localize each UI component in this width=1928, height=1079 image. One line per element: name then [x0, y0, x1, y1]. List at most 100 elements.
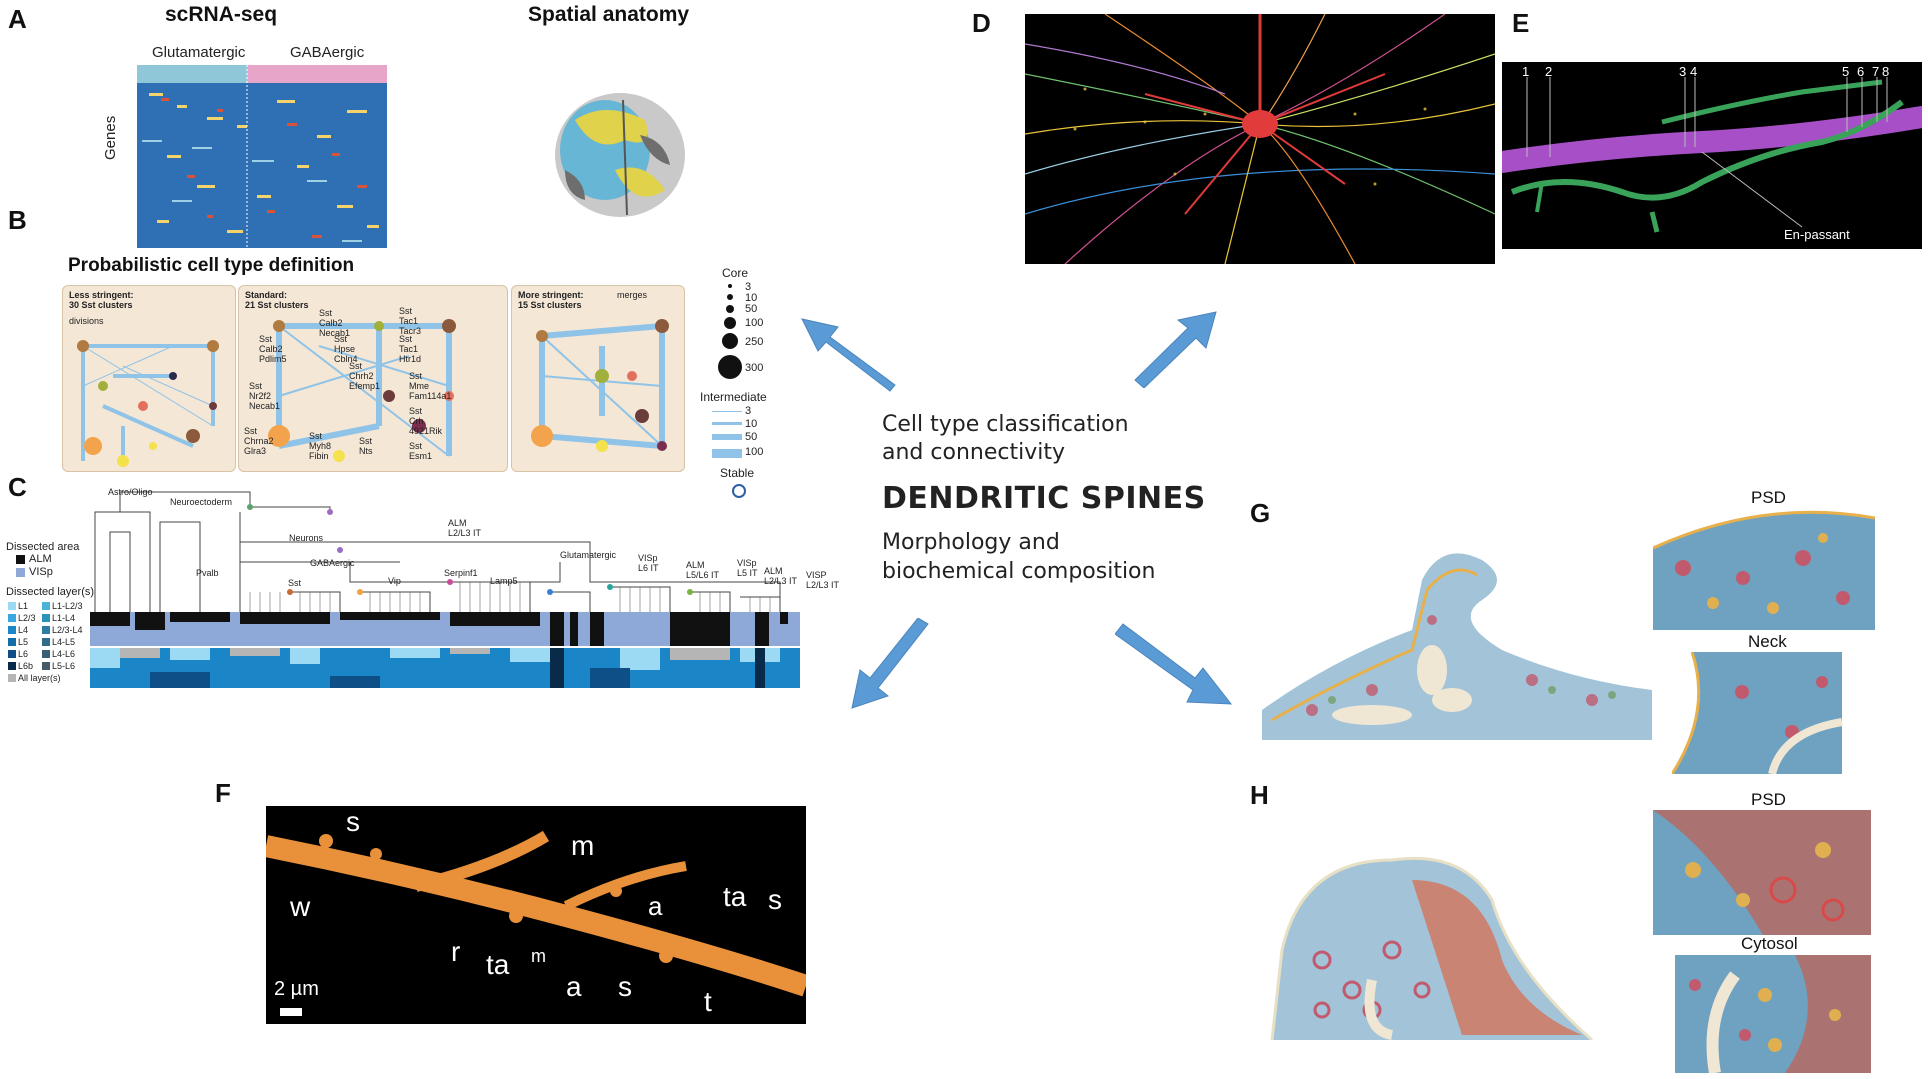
h-cytosol-image	[1675, 955, 1871, 1073]
panel-label-c: C	[8, 472, 27, 502]
scrna-seq-title: scRNA-seq	[165, 3, 278, 26]
taxonomy-dendrogram	[94, 491, 781, 612]
center-line-2: and connectivity	[882, 440, 1065, 465]
tree-serpinf1: Serpinf1	[444, 568, 478, 578]
legend-intermediate-title: Intermediate	[700, 390, 767, 404]
less-stringent-box: Less stringent: 30 Sst clusters division…	[62, 285, 236, 472]
panel-label-e: E	[1512, 8, 1530, 38]
contact-3: 3	[1679, 64, 1687, 79]
tree-neurons: Neurons	[289, 533, 324, 543]
arrow-to-b	[801, 318, 896, 392]
tree-vip: Vip	[388, 576, 401, 586]
contact-1: 1	[1522, 64, 1530, 79]
layer-swatch-l1	[8, 602, 16, 610]
tree-l5l6it: L5/L6 IT	[686, 570, 720, 580]
panel-label-f: F	[215, 778, 231, 808]
spine-label-w: w	[290, 891, 311, 922]
layer-l1: L1	[18, 601, 29, 611]
scale-bar	[280, 1008, 302, 1016]
tree-l2l3it-2: L2/L3 IT	[764, 576, 798, 586]
tree-l6it: L6 IT	[638, 563, 659, 573]
legend-core-title: Core	[722, 266, 749, 280]
spine-label-s2: s	[618, 971, 632, 1002]
layer-l5-l6: L5-L6	[52, 661, 76, 671]
tree-pvalb: Pvalb	[196, 568, 219, 578]
layer-l4-l5: L4-L5	[52, 637, 76, 647]
genes-axis-label: Genes	[102, 115, 119, 160]
tree-l2l3it-1: L2/L3 IT	[448, 528, 482, 538]
alm-legend: ALM	[29, 553, 52, 565]
legend-stable-circle	[732, 484, 746, 498]
layer-swatch-all	[8, 674, 16, 682]
tree-visp-1: VISp	[638, 553, 658, 563]
tree-neuroectoderm: Neuroectoderm	[170, 497, 233, 507]
legend-core-3: 3	[745, 281, 752, 293]
arrow-to-g	[1115, 623, 1233, 705]
dissected-layer-bar	[90, 648, 800, 688]
layer-swatch-l23-l4	[42, 626, 50, 634]
center-line-3: Morphology and	[882, 530, 1060, 555]
legend-inter-3: 3	[745, 405, 752, 417]
tree-glutamatergic: Glutamatergic	[560, 550, 617, 560]
g-psd-label: PSD	[1751, 488, 1786, 507]
spine-label-m2: m	[531, 946, 546, 966]
more-stringent-box: More stringent: 15 Sst clusters merges	[511, 285, 685, 472]
panel-label-d: D	[972, 8, 991, 38]
layer-swatch-l1-l23	[42, 602, 50, 610]
tree-alm-1: ALM	[448, 518, 467, 528]
contact-7: 7	[1872, 64, 1880, 79]
legend-core-300: 300	[745, 362, 764, 374]
legend-inter-100: 100	[745, 446, 764, 458]
contact-8: 8	[1882, 64, 1890, 79]
layer-swatch-l6b	[8, 662, 16, 670]
g-psd-image	[1653, 508, 1875, 630]
arrow-to-f	[851, 618, 929, 709]
tree-astro-oligo: Astro/Oligo	[108, 487, 153, 497]
spine-label-m1: m	[571, 830, 595, 861]
contact-5: 5	[1842, 64, 1850, 79]
spine-label-r: r	[451, 936, 461, 967]
layer-l1-l4: L1-L4	[52, 613, 76, 623]
layer-swatch-l4-l6	[42, 650, 50, 658]
layer-l4-l6: L4-L6	[52, 649, 76, 659]
layer-swatch-l4-l5	[42, 638, 50, 646]
h-psd-label: PSD	[1751, 790, 1786, 809]
alm-swatch	[16, 555, 25, 564]
legend-core-100: 100	[745, 317, 764, 329]
layer-swatch-l5	[8, 638, 16, 646]
spine-molecular-model-h	[1270, 856, 1593, 1040]
dissected-area-title: Dissected area	[6, 541, 80, 553]
h-psd-image	[1653, 810, 1871, 935]
panel-label-a: A	[8, 4, 27, 34]
layer-l5: L5	[18, 637, 29, 647]
tree-gabaergic: GABAergic	[310, 558, 355, 568]
tree-sst: Sst	[288, 578, 302, 588]
layer-swatch-l4	[8, 626, 16, 634]
neuron-reconstruction-image	[1025, 14, 1495, 264]
panel-label-b: B	[8, 205, 27, 235]
layer-l6: L6	[18, 649, 29, 659]
dissected-area-bar	[90, 612, 800, 646]
h-cytosol-label: Cytosol	[1741, 934, 1798, 953]
layer-l6b: L6b	[18, 661, 34, 671]
visp-swatch	[16, 568, 25, 577]
legend-core-50: 50	[745, 303, 758, 315]
legend-core-250: 250	[745, 336, 764, 348]
layer-all: All layer(s)	[18, 673, 61, 683]
legend-intermediate-lines	[712, 411, 742, 458]
layer-swatch-l1-l4	[42, 614, 50, 622]
center-line-4: biochemical composition	[882, 559, 1156, 584]
layer-l1-l23: L1-L2/3	[52, 601, 83, 611]
dissected-layers-title: Dissected layer(s)	[6, 586, 95, 598]
center-line-1: Cell type classification	[882, 412, 1129, 437]
contact-6: 6	[1857, 64, 1865, 79]
legend-inter-50: 50	[745, 431, 758, 443]
contact-4: 4	[1690, 64, 1698, 79]
tree-lamp5: Lamp5	[490, 576, 518, 586]
tree-visp-3: VISP	[806, 570, 827, 580]
scale-bar-label: 2 µm	[274, 978, 319, 1000]
probabilistic-title: Probabilistic cell type definition	[68, 255, 355, 276]
spine-molecular-model-g	[1262, 553, 1652, 740]
legend-core-10: 10	[745, 292, 758, 304]
